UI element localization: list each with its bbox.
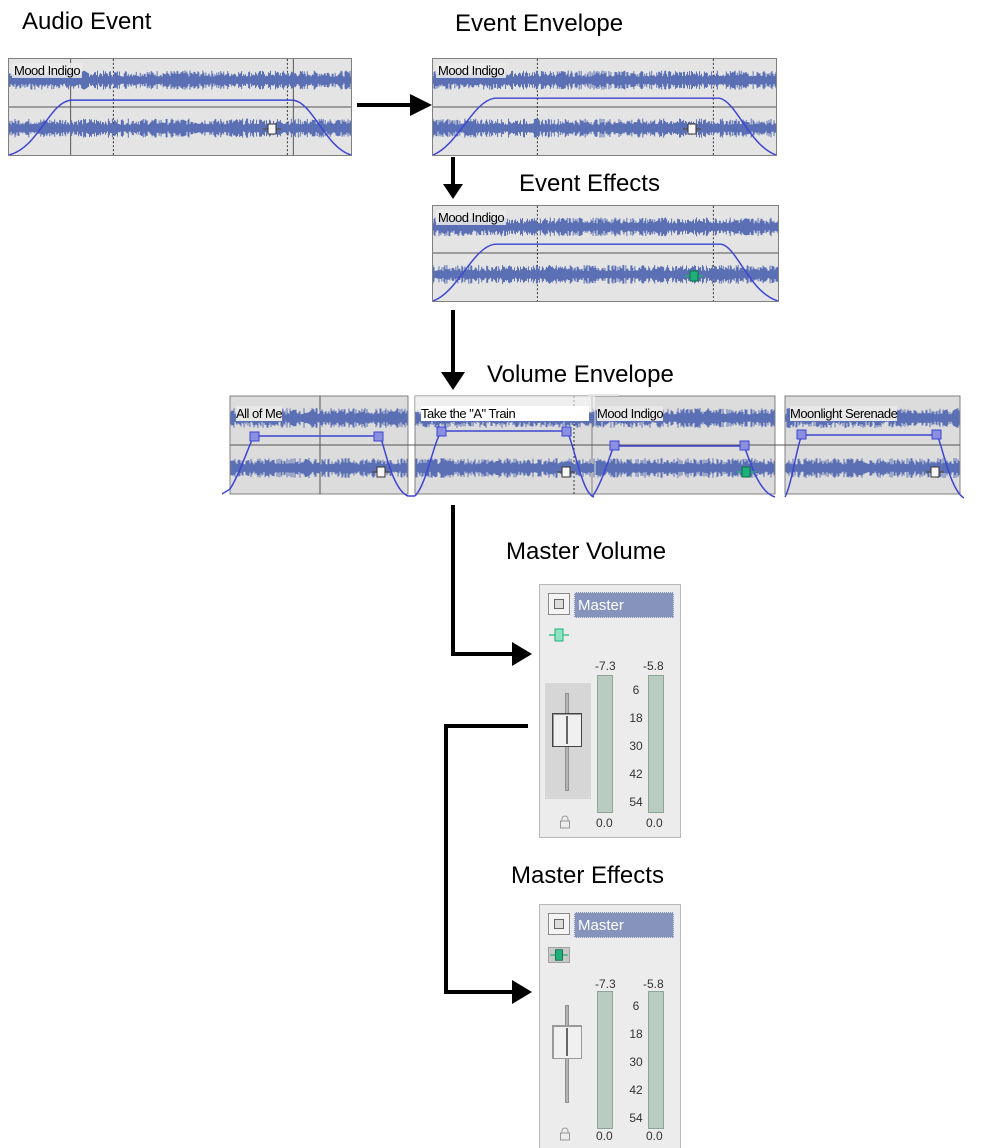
heading-event-effects: Event Effects xyxy=(519,170,660,197)
track-name[interactable]: Master xyxy=(574,912,674,938)
volume-fader[interactable] xyxy=(552,1025,582,1059)
meter-foot-left: 0.0 xyxy=(596,816,613,830)
fx-plugin-icon[interactable] xyxy=(926,466,944,478)
waveform-channel xyxy=(785,458,960,478)
arrow-head-right xyxy=(512,980,532,1004)
fx-plugin-icon[interactable] xyxy=(548,627,570,643)
fx-plugin-icon[interactable] xyxy=(683,123,701,135)
arrow-head-down xyxy=(443,184,463,199)
waveform-channel xyxy=(433,264,778,284)
scale-label: 6 xyxy=(632,683,640,697)
waveform-channel xyxy=(230,458,408,478)
lock-icon[interactable] xyxy=(559,815,571,829)
waveform xyxy=(433,59,776,155)
peak-left: -7.3 xyxy=(595,659,616,673)
meter-right xyxy=(648,991,664,1129)
lock-icon[interactable] xyxy=(559,1127,571,1141)
scale-label: 54 xyxy=(629,1111,643,1125)
fx-plugin-icon[interactable] xyxy=(263,123,281,135)
clip-name: Mood Indigo xyxy=(12,63,83,78)
heading-master-volume: Master Volume xyxy=(506,538,667,565)
scale-label: 30 xyxy=(629,739,643,753)
heading-master-effects: Master Effects xyxy=(511,862,664,889)
timeline-clip-name[interactable]: Take the "A" Train xyxy=(421,406,589,421)
timeline-clip-name[interactable]: Mood Indigo xyxy=(597,406,664,421)
waveform-channel xyxy=(433,118,776,138)
meter-right xyxy=(648,675,664,813)
waveform-channel xyxy=(595,458,775,478)
track-name[interactable]: Master xyxy=(574,592,674,618)
volume-envelope-timeline: All of Me Take the "A" Train Mood Indigo… xyxy=(222,394,964,502)
clip-name: Mood Indigo xyxy=(436,210,507,225)
master-volume-mixer: Master -7.3 -5.8 6 18 30 42 54 0.0 0.0 xyxy=(539,584,681,838)
scale-label: 6 xyxy=(632,999,640,1013)
heading-event-envelope: Event Envelope xyxy=(455,10,624,37)
mute-button-icon[interactable] xyxy=(548,913,570,935)
meter-scale: 6 18 30 42 54 xyxy=(618,999,658,1129)
meter-left xyxy=(597,991,613,1129)
timeline-clip-name[interactable]: All of Me xyxy=(236,406,283,421)
event-envelope-clip[interactable]: Mood Indigo xyxy=(432,58,777,156)
arrow-head-down xyxy=(441,372,465,390)
waveform-channel xyxy=(9,70,351,90)
master-effects-mixer: Master -7.3 -5.8 6 18 30 42 54 0.0 0.0 xyxy=(539,904,681,1148)
arrow-head-right xyxy=(410,94,432,116)
meter-foot-right: 0.0 xyxy=(646,1129,663,1143)
waveform-channel xyxy=(433,217,778,237)
mute-button-icon[interactable] xyxy=(548,593,570,615)
arrow-head-right xyxy=(512,642,532,666)
fx-plugin-active-icon[interactable] xyxy=(737,466,755,478)
scale-label: 30 xyxy=(629,1055,643,1069)
waveform-channel xyxy=(415,458,595,478)
peak-left: -7.3 xyxy=(595,977,616,991)
event-effects-clip[interactable]: Mood Indigo xyxy=(432,205,779,302)
heading-audio-event: Audio Event xyxy=(22,8,152,35)
heading-volume-envelope: Volume Envelope xyxy=(487,361,674,388)
meter-foot-right: 0.0 xyxy=(646,816,663,830)
peak-right: -5.8 xyxy=(643,659,664,673)
audio-event-clip[interactable]: Mood Indigo xyxy=(8,58,352,156)
scale-label: 42 xyxy=(629,767,643,781)
clip-name: Mood Indigo xyxy=(436,63,507,78)
meter-left xyxy=(597,675,613,813)
waveform-channel xyxy=(433,70,776,90)
fx-plugin-active-icon[interactable] xyxy=(548,947,570,963)
fx-plugin-icon[interactable] xyxy=(557,466,575,478)
scale-label: 54 xyxy=(629,795,643,809)
timeline-clip-name[interactable]: Moonlight Serenade xyxy=(790,406,898,421)
scale-label: 18 xyxy=(629,711,643,725)
fx-plugin-active-icon[interactable] xyxy=(685,270,703,282)
meter-scale: 6 18 30 42 54 xyxy=(618,683,658,813)
peak-right: -5.8 xyxy=(643,977,664,991)
meter-foot-left: 0.0 xyxy=(596,1129,613,1143)
scale-label: 18 xyxy=(629,1027,643,1041)
volume-fader[interactable] xyxy=(552,713,582,747)
scale-label: 42 xyxy=(629,1083,643,1097)
waveform xyxy=(433,206,778,301)
fx-plugin-icon[interactable] xyxy=(372,466,390,478)
